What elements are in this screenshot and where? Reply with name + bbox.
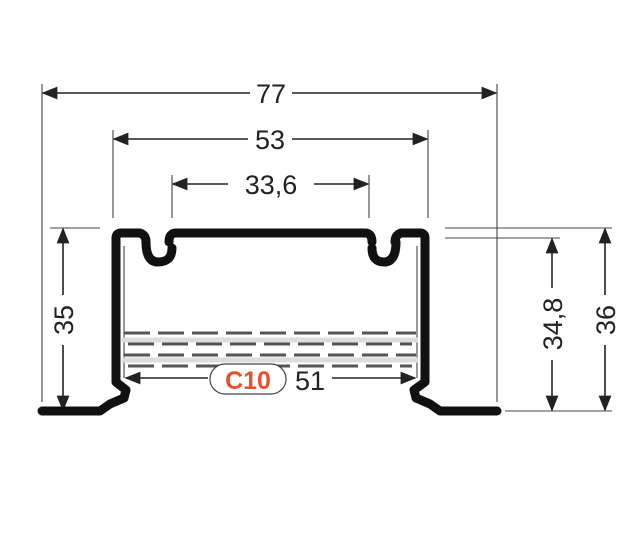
aluminium-profile xyxy=(37,228,502,416)
dim-34-8-label: 34,8 xyxy=(538,298,568,351)
c10-badge-label: C10 xyxy=(225,367,271,395)
diffuser-slots xyxy=(122,331,418,368)
dim-33-6-label: 33,6 xyxy=(245,170,298,200)
dimension-53: 53 xyxy=(112,125,429,155)
dim-53-label: 53 xyxy=(255,125,285,155)
dim-77-label: 77 xyxy=(256,79,286,109)
dimension-34-8: 34,8 xyxy=(538,237,568,412)
dim-35-label: 35 xyxy=(49,305,79,335)
dimension-51: C10 51 xyxy=(124,363,417,396)
dimension-35: 35 xyxy=(49,227,79,412)
dim-36-label: 36 xyxy=(591,305,621,335)
dimension-77: 77 xyxy=(41,79,498,109)
dimension-33-6: 33,6 xyxy=(171,170,370,200)
dimension-36: 36 xyxy=(591,227,621,412)
c10-badge xyxy=(209,363,287,395)
dim-51-label: 51 xyxy=(295,366,325,396)
